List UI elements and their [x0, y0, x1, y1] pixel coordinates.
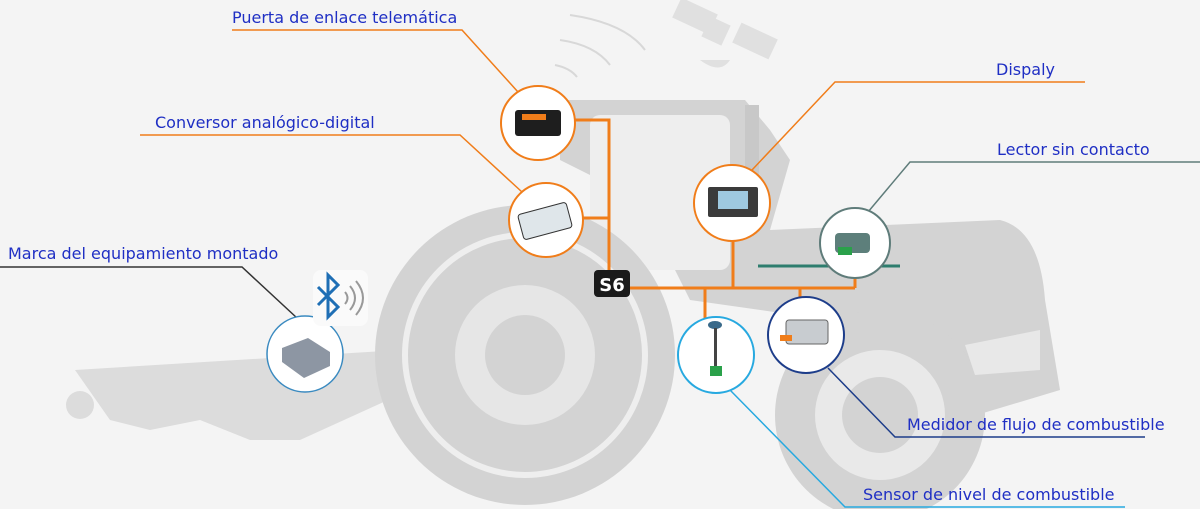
wiring [575, 118, 857, 318]
device-adc-converter[interactable] [508, 182, 584, 258]
tag-device-icon [282, 338, 330, 378]
satellite-icon [672, 0, 778, 68]
label-display: Dispaly [996, 60, 1055, 79]
label-contactless-reader: Lector sin contacto [997, 140, 1150, 159]
label-adc-converter: Conversor analógico-digital [155, 113, 375, 132]
device-display[interactable] [693, 164, 771, 242]
leader-lines [0, 29, 1200, 508]
s6-hub[interactable]: S6 [594, 270, 630, 297]
device-telematics-gateway[interactable] [500, 85, 576, 161]
label-fuel-flow-meter: Medidor de flujo de combustible [907, 415, 1165, 434]
bluetooth-icon [313, 270, 368, 326]
device-equipment-tag[interactable] [266, 315, 344, 393]
label-equipment-tag: Marca del equipamiento montado [8, 244, 279, 263]
gateway-device-icon [515, 110, 561, 136]
device-fuel-flow-meter[interactable] [767, 296, 845, 374]
label-telematics-gateway: Puerta de enlace telemática [232, 8, 458, 27]
level-sensor-icon [714, 328, 717, 373]
flow-meter-icon [785, 319, 829, 345]
device-contactless-reader[interactable] [819, 207, 891, 279]
converter-device-icon [517, 202, 573, 240]
signal-waves-icon [554, 14, 646, 78]
hub-label: S6 [599, 275, 625, 296]
tractor-silhouette [375, 100, 1060, 509]
label-fuel-level-sensor: Sensor de nivel de combustible [863, 485, 1115, 504]
device-fuel-level-sensor[interactable] [677, 316, 755, 394]
